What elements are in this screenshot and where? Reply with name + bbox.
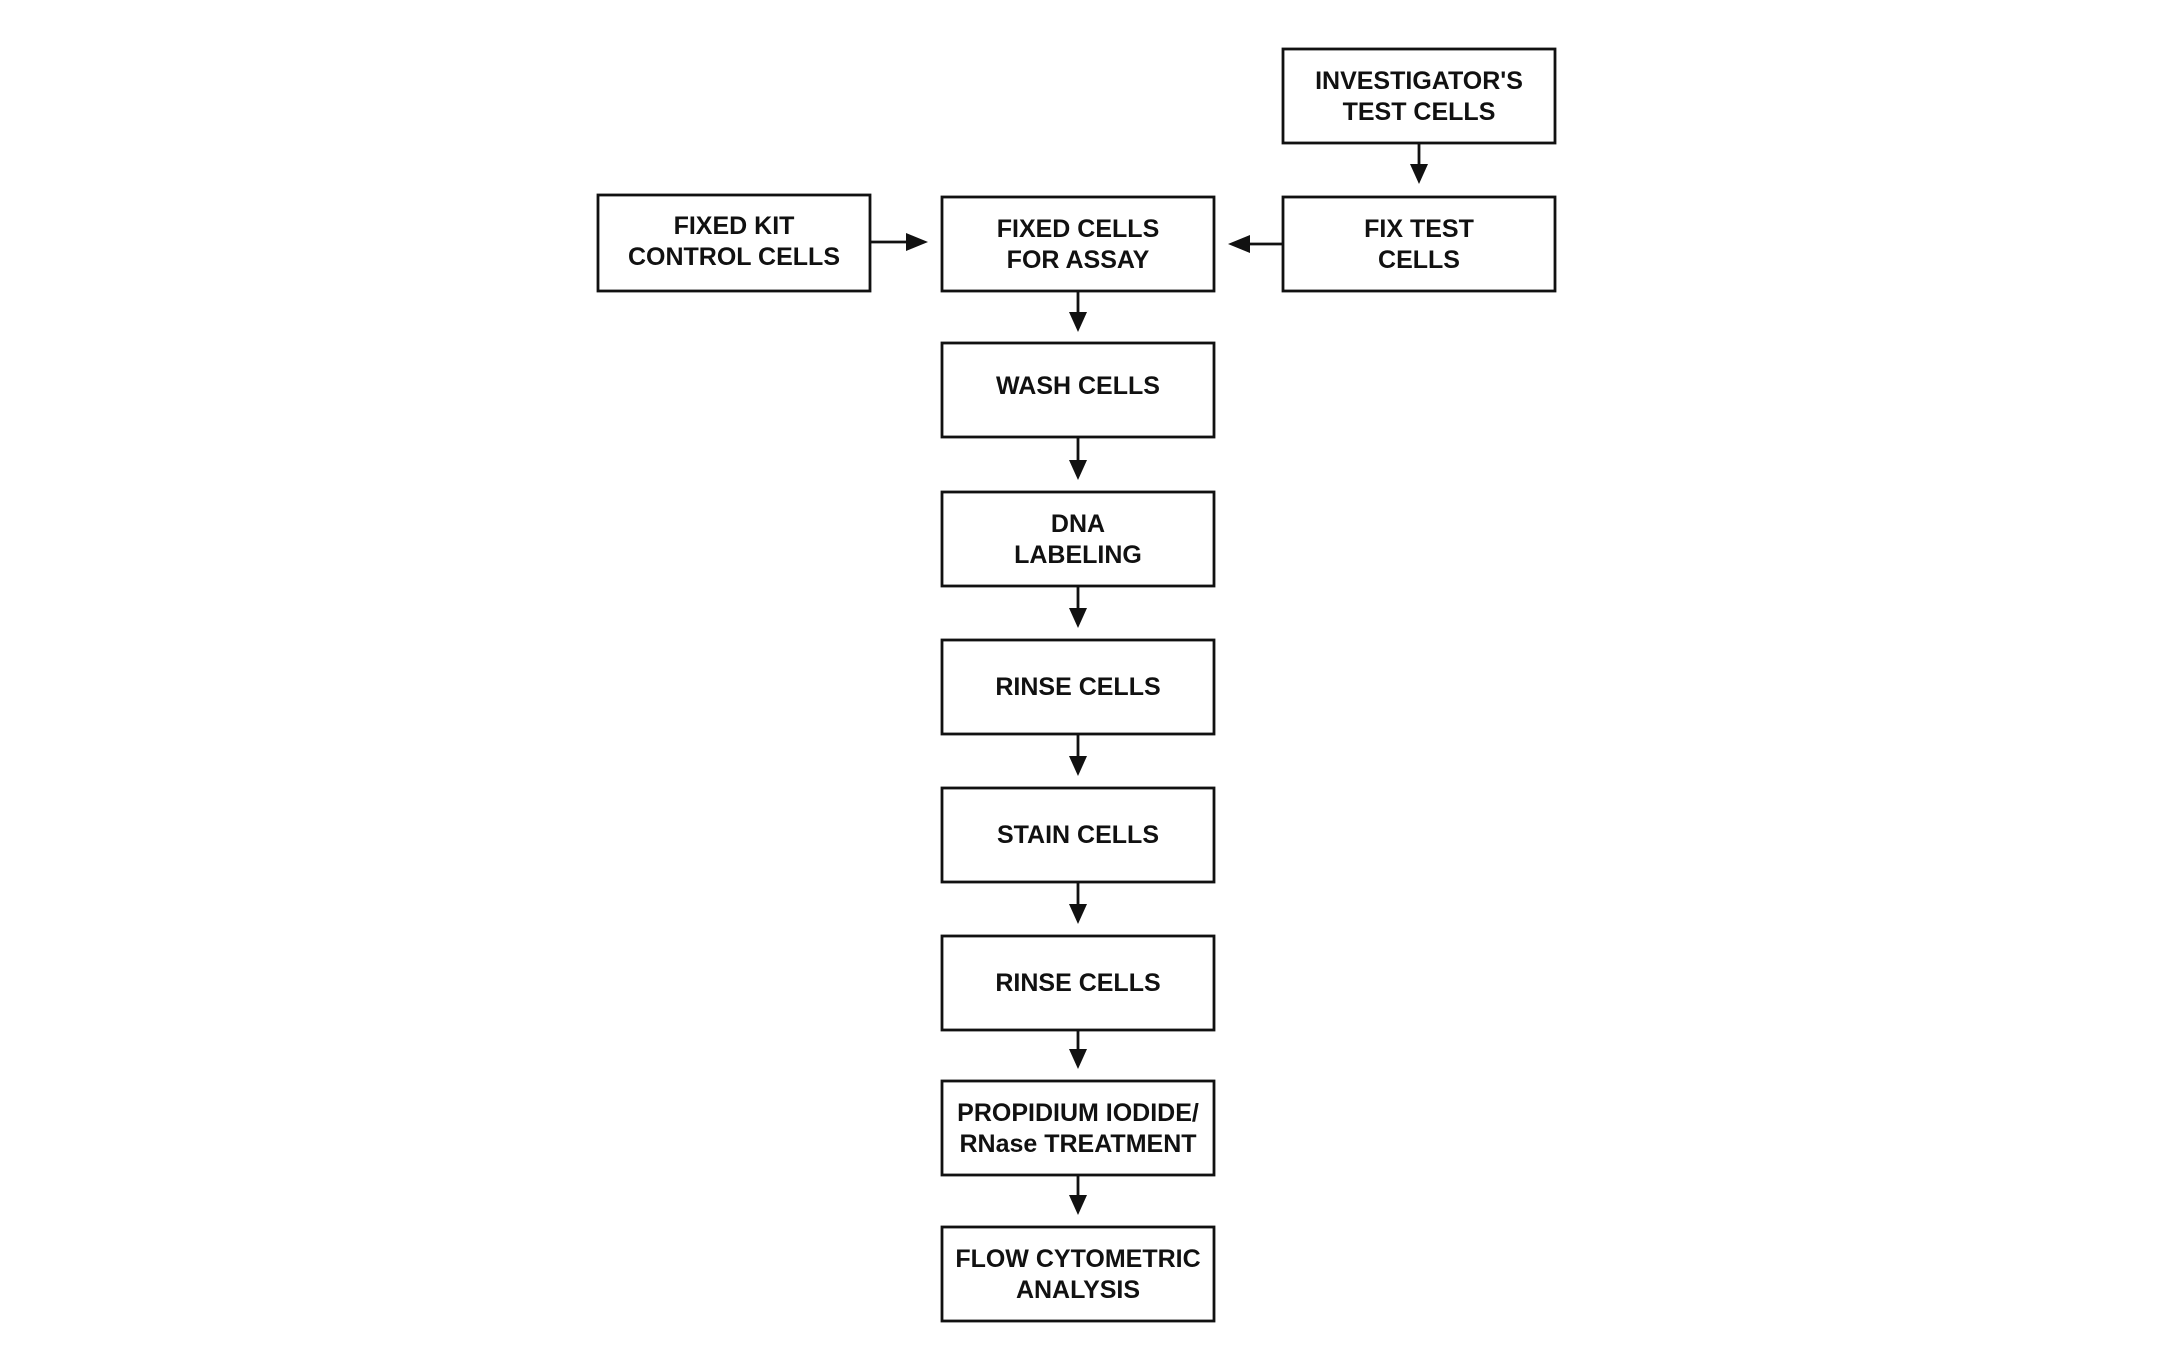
node-wash-cells-line1: WASH CELLS	[996, 372, 1160, 400]
arrow-wash-to-dna-labeling	[1069, 437, 1087, 480]
node-dna-labeling-line2: LABELING	[1014, 541, 1142, 569]
node-fix-test-cells-line1: FIX TEST	[1364, 215, 1474, 243]
node-rinse-cells-1-frame	[940, 638, 1216, 736]
node-flow-cytometric-analysis-line2: ANALYSIS	[1016, 1276, 1140, 1304]
node-investigators-test-cells-frame	[1281, 47, 1557, 145]
node-fixed-kit-control-cells-line1: FIXED KIT	[674, 212, 795, 240]
node-propidium-iodide-rnase-treatment-line2: RNase TREATMENT	[959, 1130, 1196, 1158]
node-stain-cells-frame	[940, 786, 1216, 884]
arrow-propidium-to-flow-cytometric	[1069, 1175, 1087, 1215]
node-fixed-cells-for-assay-line1: FIXED CELLS	[997, 215, 1160, 243]
node-propidium-iodide-rnase-treatment-line1: PROPIDIUM IODIDE/	[957, 1099, 1199, 1127]
node-stain-cells-line1: STAIN CELLS	[997, 821, 1159, 849]
node-fixed-cells-for-assay-frame	[940, 195, 1216, 293]
node-propidium-iodide-rnase-treatment: PROPIDIUM IODIDE/ RNase TREATMENT	[940, 1079, 1216, 1177]
node-investigators-test-cells-line1: INVESTIGATOR'S	[1315, 67, 1523, 95]
node-fixed-kit-control-cells-line2: CONTROL CELLS	[628, 243, 840, 271]
node-investigators-test-cells: INVESTIGATOR'S TEST CELLS	[1281, 47, 1557, 145]
arrow-kit-control-to-fixed-cells	[870, 233, 928, 251]
node-investigators-test-cells-line2: TEST CELLS	[1343, 98, 1496, 126]
node-fixed-cells-for-assay-line2: FOR ASSAY	[1007, 246, 1150, 274]
node-flow-cytometric-analysis-line1: FLOW CYTOMETRIC	[955, 1245, 1200, 1273]
node-propidium-iodide-rnase-treatment-frame	[940, 1079, 1216, 1177]
node-wash-cells: WASH CELLS	[940, 341, 1216, 439]
node-flow-cytometric-analysis-frame	[940, 1225, 1216, 1323]
arrow-fixed-cells-to-wash	[1069, 291, 1087, 332]
node-flow-cytometric-analysis: FLOW CYTOMETRIC ANALYSIS	[940, 1225, 1216, 1323]
node-fixed-cells-for-assay: FIXED CELLS FOR ASSAY	[940, 195, 1216, 293]
node-wash-cells-frame	[940, 341, 1216, 439]
node-stain-cells: STAIN CELLS	[940, 786, 1216, 884]
node-rinse-cells-1: RINSE CELLS	[940, 638, 1216, 736]
node-dna-labeling-line1: DNA	[1051, 510, 1105, 538]
arrow-dna-labeling-to-rinse	[1069, 586, 1087, 628]
node-rinse-cells-2: RINSE CELLS	[940, 934, 1216, 1032]
node-fixed-kit-control-cells-frame	[596, 193, 872, 293]
arrow-stain-to-rinse	[1069, 882, 1087, 924]
node-rinse-cells-1-line1: RINSE CELLS	[995, 673, 1160, 701]
arrow-rinse-to-propidium	[1069, 1030, 1087, 1069]
node-fix-test-cells: FIX TEST CELLS	[1281, 195, 1557, 293]
arrow-fix-test-to-fixed-cells	[1228, 235, 1283, 253]
arrow-rinse-to-stain	[1069, 734, 1087, 776]
node-dna-labeling-frame	[940, 490, 1216, 588]
arrow-investigators-to-fix-test	[1410, 143, 1428, 184]
node-dna-labeling: DNA LABELING	[940, 490, 1216, 588]
node-fixed-kit-control-cells: FIXED KIT CONTROL CELLS	[596, 193, 872, 293]
node-rinse-cells-2-line1: RINSE CELLS	[995, 969, 1160, 997]
node-fix-test-cells-line2: CELLS	[1378, 246, 1460, 274]
node-fix-test-cells-frame	[1281, 195, 1557, 293]
